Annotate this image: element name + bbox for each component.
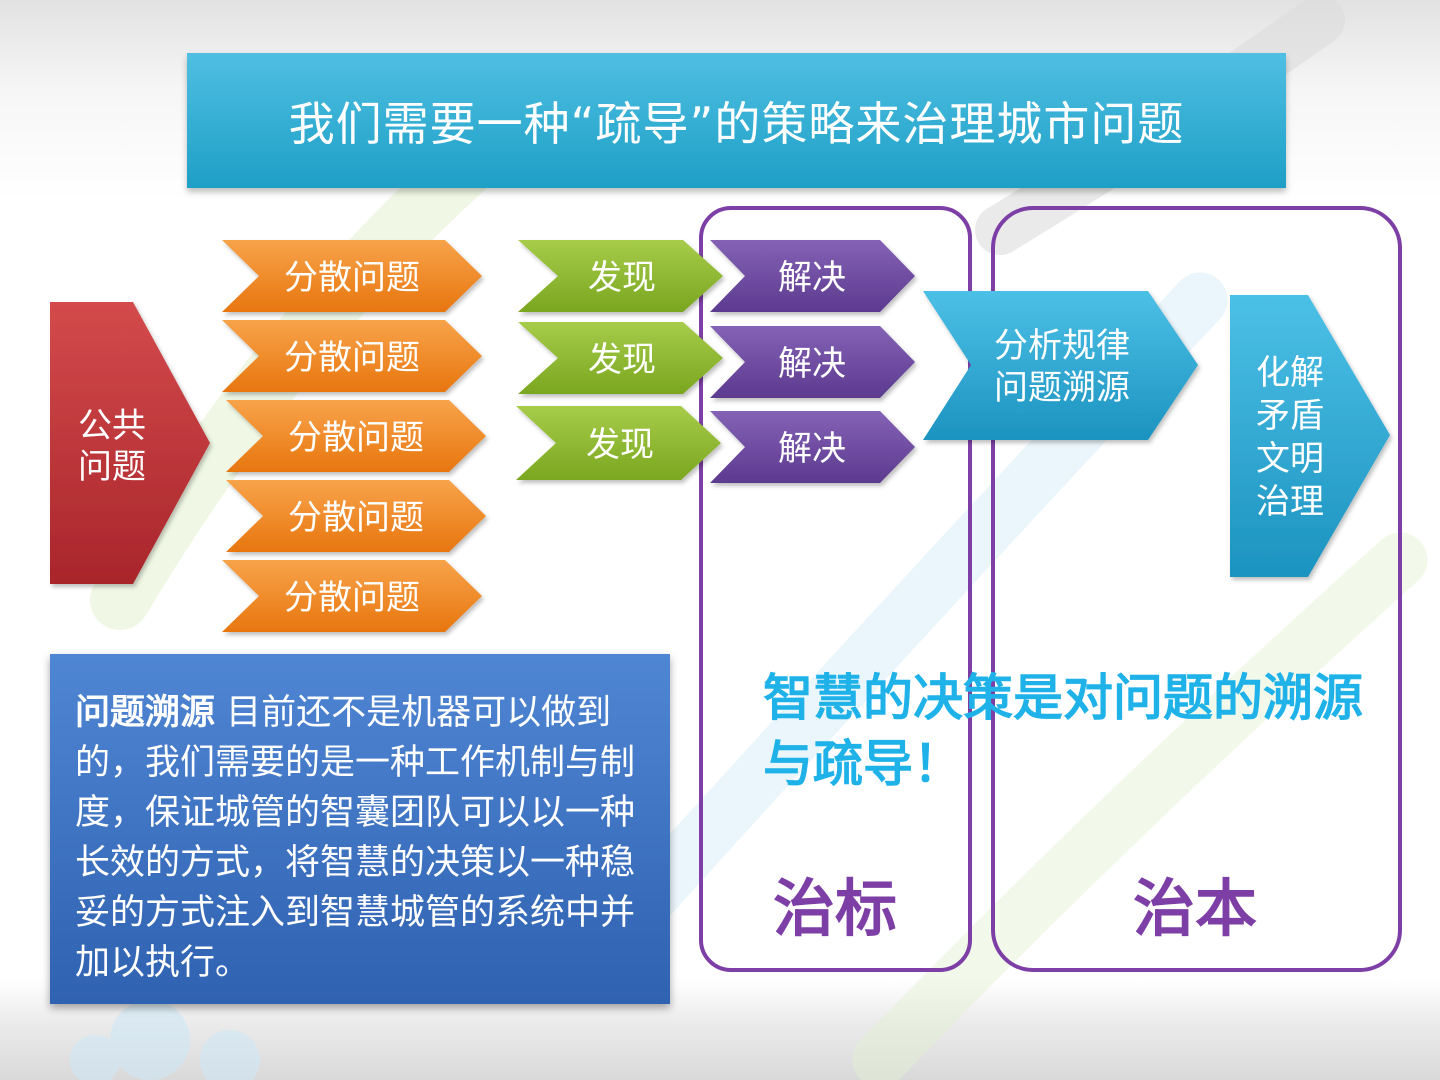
discover-label: 发现 — [586, 425, 654, 465]
scattered-problem-chevron — [222, 560, 482, 632]
scattered-problem-chevron — [226, 480, 486, 552]
resolve-line-2: 矛盾 — [1256, 396, 1324, 436]
resolve-line-3: 文明 — [1256, 439, 1324, 479]
symptom-frame — [699, 206, 972, 972]
solve-chevron — [710, 411, 915, 483]
discover-label: 发现 — [588, 258, 656, 298]
public-problem-line-1: 公共 — [78, 406, 146, 446]
discover-chevron — [518, 322, 723, 394]
slogan: 智慧的决策是对问题的溯源与疏导！ — [763, 669, 1363, 793]
resolve-line-1: 化解 — [1256, 353, 1324, 393]
scattered-problem-chevron — [226, 400, 486, 472]
public-problem-line-2: 问题 — [78, 447, 146, 487]
description-box: 问题溯源 目前还不是机器可以做到的，我们需要的是一种工作机制与制度，保证城管的智… — [50, 654, 670, 1004]
solve-label: 解决 — [778, 429, 846, 469]
scattered-problem-label: 分散问题 — [284, 578, 420, 618]
resolve-arrow — [1230, 295, 1390, 577]
resolve-line-4: 治理 — [1256, 482, 1324, 522]
analysis-line-1: 分析规律 — [994, 326, 1130, 366]
scattered-problem-label: 分散问题 — [288, 498, 424, 538]
public-problem-arrow — [50, 302, 210, 584]
root-frame — [991, 206, 1402, 972]
page-title: 我们需要一种“疏导”的策略来治理城市问题 — [288, 96, 1185, 151]
scattered-problem-label: 分散问题 — [288, 418, 424, 458]
scattered-problem-chevron — [222, 320, 482, 392]
solve-chevron — [710, 326, 915, 398]
treat-symptom-label: 治标 — [773, 872, 898, 945]
title-banner: 我们需要一种“疏导”的策略来治理城市问题 — [187, 53, 1286, 188]
analysis-arrow — [923, 291, 1198, 440]
scattered-problem-label: 分散问题 — [284, 338, 420, 378]
description-text: 目前还不是机器可以做到的，我们需要的是一种工作机制与制度，保证城管的智囊团队可以… — [75, 693, 636, 983]
description-keyword: 问题溯源 — [75, 693, 216, 733]
discover-chevron — [518, 240, 723, 312]
solve-label: 解决 — [778, 258, 846, 298]
analysis-line-2: 问题溯源 — [994, 368, 1130, 408]
scattered-problem-chevron — [222, 240, 482, 312]
discover-chevron — [516, 406, 721, 480]
scattered-problem-label: 分散问题 — [284, 258, 420, 298]
solve-chevron — [710, 240, 915, 312]
treat-root-label: 治本 — [1133, 872, 1258, 945]
solve-label: 解决 — [778, 344, 846, 384]
discover-label: 发现 — [588, 340, 656, 380]
